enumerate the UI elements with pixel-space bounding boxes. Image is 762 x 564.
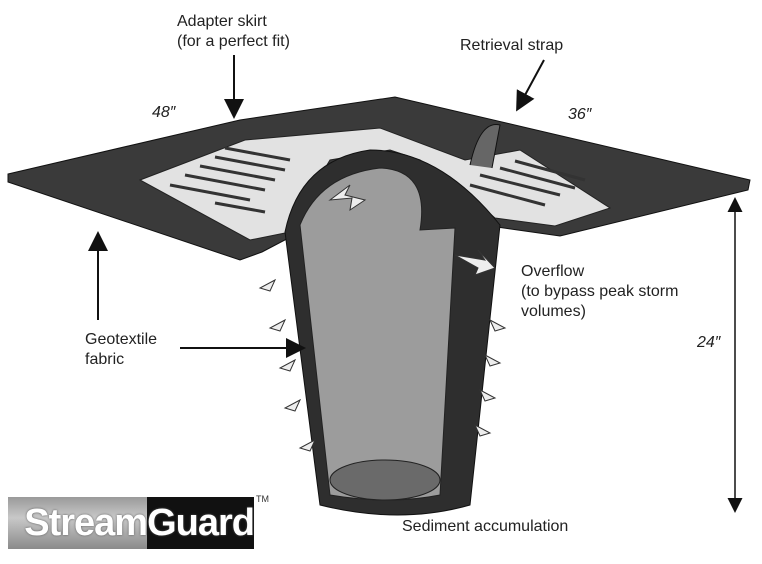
skirt-slots [169,146,586,214]
overflow-label: Overflow [521,263,585,280]
logo-part-stream: Stream [24,501,148,544]
geotextile-label-2: fabric [85,351,125,368]
streamguard-logo: Stream Guard [8,497,255,549]
overflow-note-2: volumes) [521,303,586,320]
retrieval-strap-pointer [516,59,545,112]
height-dimension: 24″ [697,334,721,352]
sediment-label: Sediment accumulation [402,518,569,535]
overflow-note-1: (to bypass peak storm [521,283,679,300]
retrieval-strap-label: Retrieval strap [460,37,564,54]
width-dimension: 48″ [152,104,176,121]
adapter-skirt-note: (for a perfect fit) [177,33,290,50]
depth-dimension: 36″ [568,106,592,123]
adapter-skirt-label: Adapter skirt [177,13,267,30]
retrieval-strap [469,124,501,169]
trademark: TM [256,494,269,504]
logo-part-guard: Guard [147,501,255,544]
geotextile-label-1: Geotextile [85,331,158,348]
flow-arrows [258,184,507,452]
sediment [329,459,441,501]
